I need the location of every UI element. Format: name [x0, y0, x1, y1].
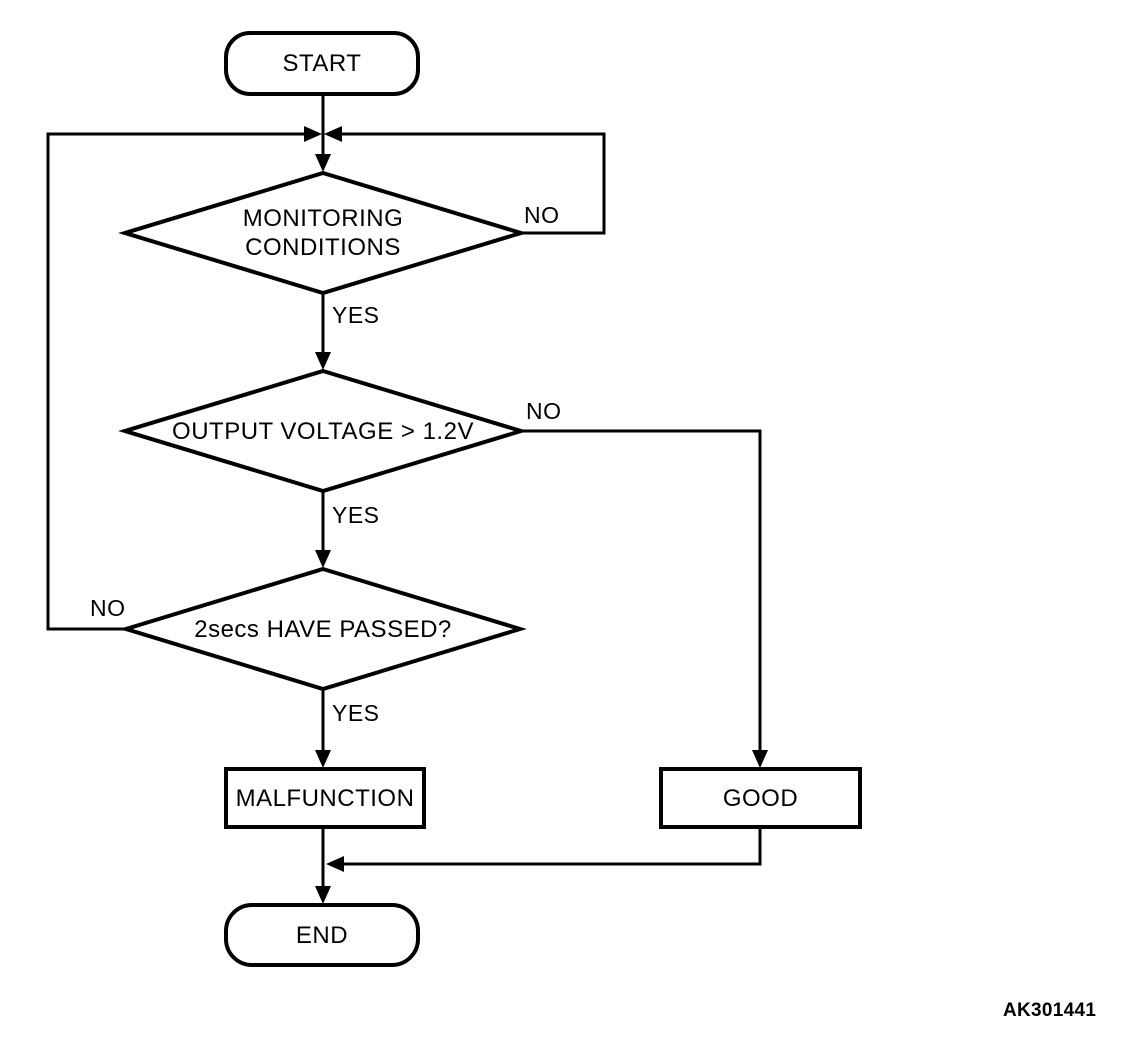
arrowhead-left-loop-into-junction: [304, 126, 322, 142]
voltage-text: OUTPUT VOLTAGE > 1.2V: [172, 417, 474, 445]
voltage-yes-label: YES: [332, 502, 380, 528]
arrowheads: [304, 126, 768, 904]
timer-yes-label: YES: [332, 700, 380, 726]
timer-text: 2secs HAVE PASSED?: [194, 615, 452, 643]
monitoring-line2: CONDITIONS: [245, 234, 401, 261]
arrowhead-into-end: [315, 886, 331, 904]
monitoring-no-label: NO: [524, 202, 560, 228]
malfunction-node-label: MALFUNCTION: [226, 769, 424, 827]
arrowhead-into-good: [752, 750, 768, 768]
timer-no-label: NO: [90, 595, 126, 621]
end-text: END: [295, 921, 349, 949]
arrowhead-into-malfunction: [315, 750, 331, 768]
edge-good-to-join: [340, 827, 762, 866]
edge-timer-no-loop: [46, 132, 305, 631]
malfunction-text: MALFUNCTION: [235, 784, 415, 812]
arrowhead-join-into-main-line: [326, 856, 344, 872]
start-node-shape: [224, 31, 420, 96]
start-node-label: START: [226, 33, 418, 94]
monitoring-line1: MONITORING: [242, 205, 404, 232]
arrowhead-into-voltage: [315, 352, 331, 370]
malfunction-node-shape: [224, 767, 426, 829]
monitoring-yes-label: YES: [332, 302, 380, 328]
edge-voltage-no: [521, 429, 762, 757]
good-node-shape: [659, 767, 862, 829]
arrowhead-right-loop-into-junction: [324, 126, 342, 142]
end-node-label: END: [226, 905, 418, 965]
decision-voltage-shape: [118, 368, 528, 494]
arrowhead-into-timer: [315, 550, 331, 568]
decision-timer-label: 2secs HAVE PASSED?: [126, 569, 520, 689]
good-text: GOOD: [722, 784, 799, 812]
figure-id: AK301441: [1003, 1000, 1097, 1021]
decision-timer-shape: [119, 566, 527, 692]
voltage-no-label: NO: [526, 398, 562, 424]
arrowhead-into-monitoring: [315, 154, 331, 172]
end-node-shape: [224, 903, 420, 967]
start-text: START: [282, 50, 362, 77]
good-node-label: GOOD: [661, 769, 860, 827]
edge-monitoring-no-loop: [341, 132, 606, 235]
decision-monitoring-shape: [118, 170, 528, 296]
decision-voltage-label: OUTPUT VOLTAGE > 1.2V: [125, 371, 521, 491]
decision-monitoring-label: MONITORING CONDITIONS: [125, 173, 521, 293]
